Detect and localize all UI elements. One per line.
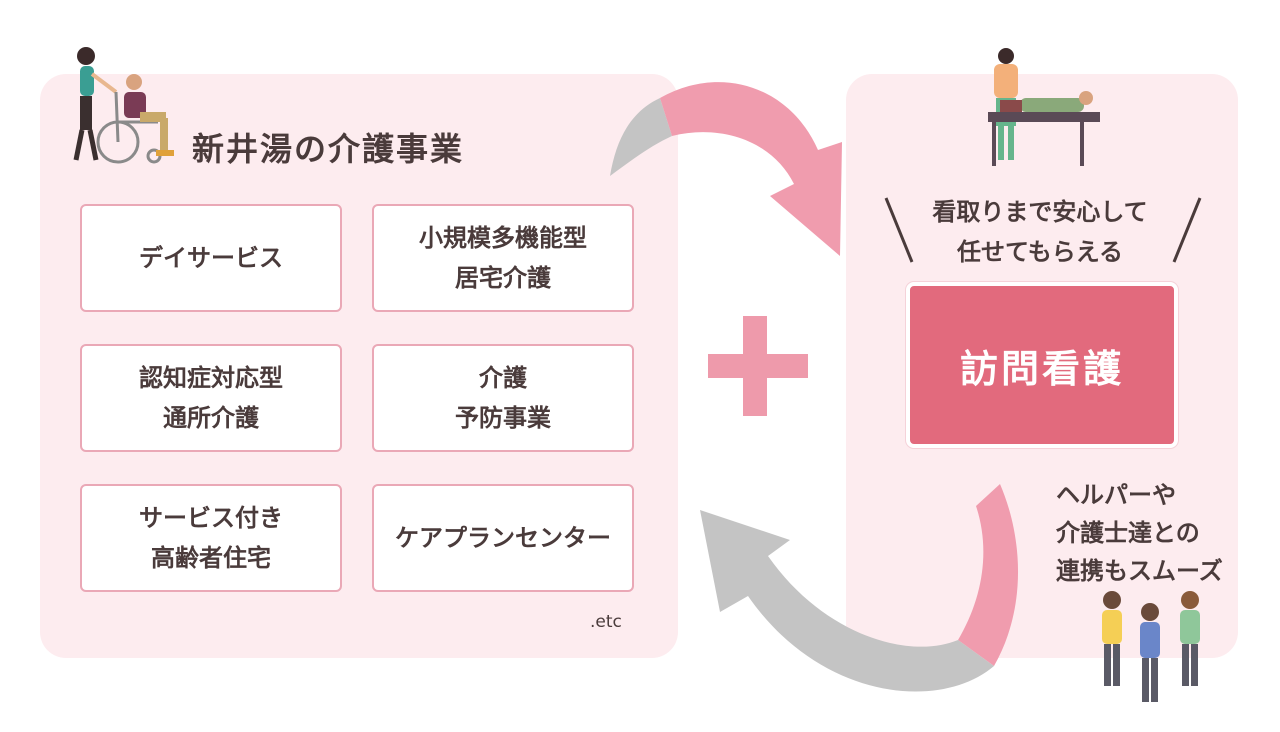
service-box-care-prevention: 介護 予防事業 <box>372 344 634 452</box>
plus-icon-bar <box>708 354 808 378</box>
bottom-arrow-body <box>700 510 994 692</box>
etc-label: .etc <box>590 612 622 632</box>
service-box-small-multifunction: 小規模多機能型 居宅介護 <box>372 204 634 312</box>
service-box-care-plan-center: ケアプランセンター <box>372 484 634 592</box>
helper-cooperation-text: ヘルパーや 介護士達との 連携もスムーズ <box>1056 481 1223 585</box>
service-box-elderly-housing: サービス付き 高齢者住宅 <box>80 484 342 592</box>
bottom-arrow-tail <box>958 484 1019 666</box>
reassurance-callout: 看取りまで安心して 任せてもらえる <box>932 198 1148 266</box>
service-box-day-service: デイサービス <box>80 204 342 312</box>
care-business-title: 新井湯の介護事業 <box>192 130 465 168</box>
top-arrow-tail <box>610 98 672 176</box>
service-box-dementia-daycare: 認知症対応型 通所介護 <box>80 344 342 452</box>
home-nursing-box: 訪問看護 <box>906 282 1178 448</box>
top-arrow-body <box>660 82 842 256</box>
